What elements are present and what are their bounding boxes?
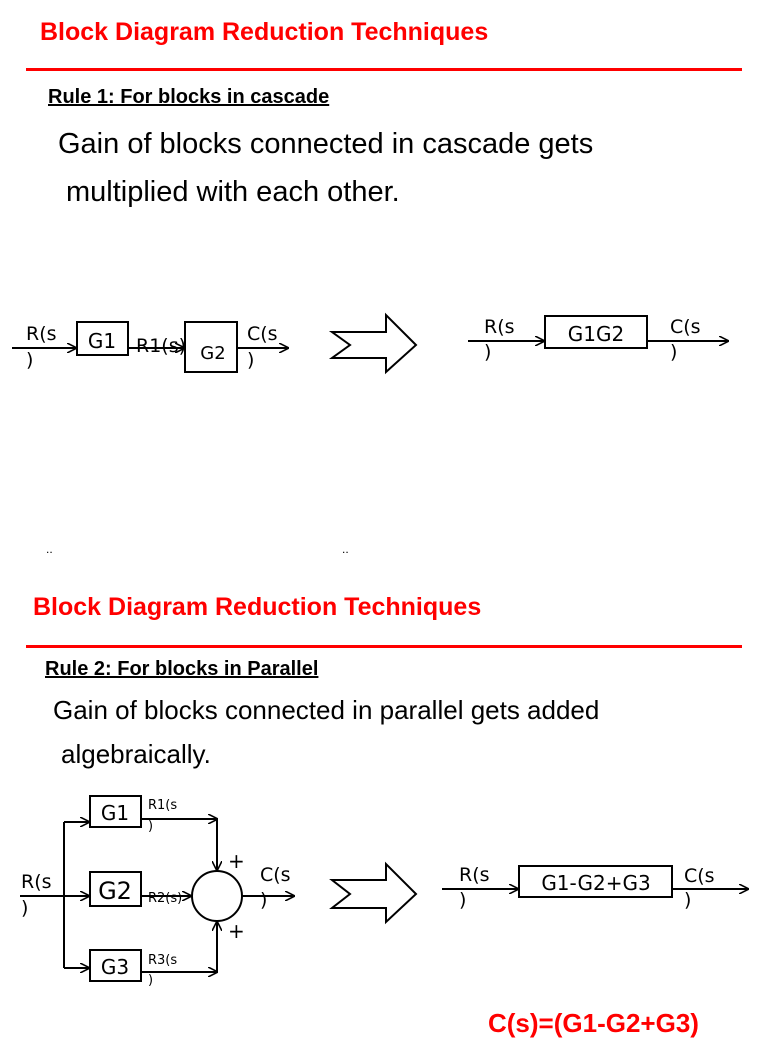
slide1-title: Block Diagram Reduction Techniques [40,18,489,46]
slide2-rule-heading: Rule 2: For blocks in Parallel [45,658,319,680]
parallel-result-output-paren: ) [684,889,691,911]
slide2-divider [26,645,742,648]
parallel-r1-paren: ) [148,819,153,834]
parallel-input-paren: ) [21,897,28,919]
parallel-block-g2 [89,871,142,907]
parallel-block-g2-label: G2 [98,877,132,905]
cascade-result-block [544,315,648,349]
parallel-plus-bottom: + [228,919,245,943]
cascade-result-output-paren: ) [670,341,677,363]
slide1-dots-left: .. [46,542,53,556]
slide1-divider [26,68,742,71]
parallel-plus-top: + [228,849,245,873]
parallel-result-input-label: R(s [459,864,490,886]
parallel-r2-label: R2(s) [148,891,182,906]
cascade-diagram: R(s ) G1 R1(s) G2 C(s ) R(s ) G1G2 C(s ) [12,312,768,375]
parallel-output-paren: ) [260,889,267,911]
slide1-rule-heading: Rule 1: For blocks in cascade [48,86,330,108]
parallel-r3-paren: ) [148,973,153,988]
slide1-text-line1: Gain of blocks connected in cascade gets [58,128,594,160]
parallel-r1-label: R1(s [148,798,177,813]
slide1-dots-right: .. [342,542,349,556]
cascade-block-g2-label: G2 [200,343,225,364]
cascade-result-input-paren: ) [484,341,491,363]
cascade-mid-label: R1(s) [136,335,186,357]
cascade-output-paren: ) [247,349,254,371]
cascade-result-block-label: G1G2 [568,322,624,346]
parallel-output-label: C(s [260,864,291,886]
parallel-input-label: R(s [21,871,52,893]
cascade-output-label: C(s [247,323,278,345]
parallel-result-block-label: G1-G2+G3 [541,871,650,895]
cascade-result-output-label: C(s [670,316,701,338]
parallel-block-g1-label: G1 [101,801,129,825]
cascade-block-g1-label: G1 [88,329,116,353]
parallel-result-block [518,865,673,898]
parallel-result-output-label: C(s [684,865,715,887]
slide2-text-line1: Gain of blocks connected in parallel get… [53,695,600,725]
cascade-input-paren: ) [26,349,33,371]
slide1-text-line2: multiplied with each other. [66,176,400,208]
parallel-block-g3-label: G3 [101,955,129,979]
parallel-equivalence-arrow [329,861,418,925]
cascade-block-g1 [76,321,129,356]
parallel-block-g1 [89,795,142,828]
slide2-text-line2: algebraically. [61,739,211,769]
parallel-diagram: R(s ) G1 G2 G3 R1(s ) + R2(s) R3(s ) + C… [20,795,768,988]
parallel-r3-label: R3(s [148,953,177,968]
cascade-result-input-label: R(s [484,316,515,338]
parallel-block-g3 [89,949,142,982]
parallel-summing-junction [191,870,243,922]
cascade-equivalence-arrow [328,312,418,375]
parallel-result-input-paren: ) [459,889,466,911]
slide2-title: Block Diagram Reduction Techniques [33,593,482,621]
cascade-input-label: R(s [26,323,57,345]
